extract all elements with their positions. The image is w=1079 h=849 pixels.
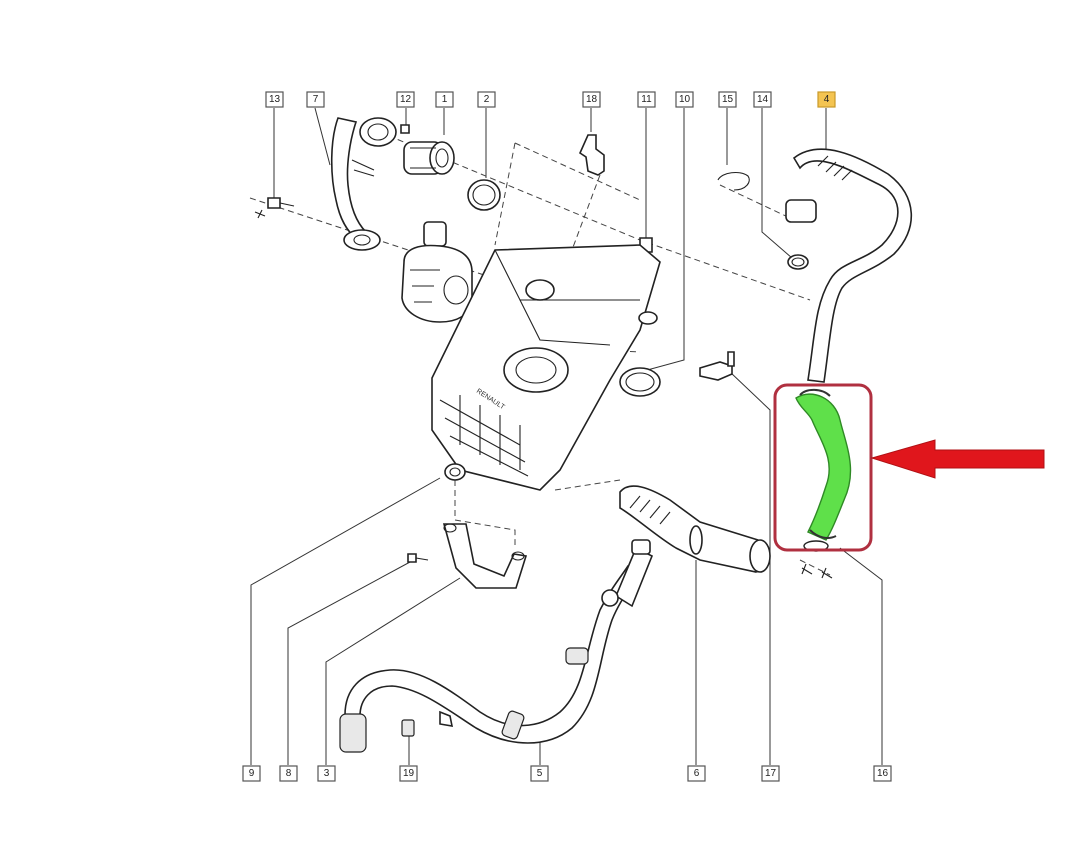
label-9: 9: [242, 765, 261, 782]
egr-pipe-7: [330, 117, 397, 251]
upper-hose-4: [785, 148, 913, 383]
label-19-text: 19: [403, 768, 415, 779]
hose-clip-15: [717, 171, 750, 191]
label-12-text: 12: [400, 94, 412, 105]
label-15: 15: [718, 91, 737, 108]
label-6-text: 6: [694, 768, 700, 779]
label-14: 14: [753, 91, 772, 108]
label-8: 8: [279, 765, 298, 782]
label-4-text: 4: [824, 94, 830, 105]
label-18: 18: [582, 91, 601, 108]
label-3: 3: [317, 765, 336, 782]
bracket-18: [578, 134, 605, 176]
long-pipe-5: [339, 539, 654, 753]
intake-duct-6: [619, 485, 771, 573]
callout-frame: [773, 383, 873, 552]
leader-lines: [250, 107, 883, 765]
arrow-left-icon: [870, 439, 1045, 479]
label-15-text: 15: [722, 94, 734, 105]
label-2: 2: [477, 91, 496, 108]
pipe-sensor: [439, 710, 454, 727]
actuator-1: [403, 141, 455, 175]
label-17: 17: [761, 765, 780, 782]
seal-ring-10: [619, 367, 661, 397]
label-17-text: 17: [765, 768, 777, 779]
grommet-9: [444, 463, 466, 481]
highlighted-hose: [795, 388, 852, 552]
label-10-text: 10: [679, 94, 691, 105]
bracket-3: [442, 523, 528, 589]
label-3-text: 3: [324, 768, 330, 779]
screw-12: [400, 124, 410, 134]
label-13: 13: [265, 91, 284, 108]
label-16: 16: [873, 765, 892, 782]
label-1: 1: [435, 91, 454, 108]
label-2-text: 2: [484, 94, 490, 105]
label-11-text: 11: [641, 94, 652, 105]
intake-manifold: RENAULT: [431, 244, 661, 491]
label-8-text: 8: [286, 768, 292, 779]
label-6: 6: [687, 765, 706, 782]
clip-17: [699, 351, 735, 381]
label-10: 10: [675, 91, 694, 108]
parts-artwork: RENAULT: [254, 117, 913, 753]
turbo-valve-body: [401, 221, 473, 323]
highlighted-hose-body: [795, 393, 852, 541]
label-7: 7: [306, 91, 325, 108]
part-number-labels: 13 7 12 1 2 18 11 10: [242, 91, 892, 782]
label-18-text: 18: [586, 94, 598, 105]
seal-ring-14: [787, 254, 809, 270]
label-13-text: 13: [269, 94, 281, 105]
label-16-text: 16: [877, 768, 889, 779]
seal-ring-2: [467, 179, 501, 211]
label-14-text: 14: [757, 94, 769, 105]
clip-19: [401, 719, 415, 737]
label-7-text: 7: [313, 94, 319, 105]
label-19: 19: [399, 765, 418, 782]
label-5-text: 5: [537, 768, 543, 779]
screw-16: [801, 563, 833, 579]
label-5: 5: [530, 765, 549, 782]
label-12: 12: [396, 91, 415, 108]
bolt-8: [407, 553, 429, 563]
label-1-text: 1: [442, 94, 448, 105]
label-4: 4: [817, 91, 836, 108]
label-9-text: 9: [249, 768, 255, 779]
label-11: 11: [637, 91, 656, 108]
bolt-13: [254, 197, 295, 219]
